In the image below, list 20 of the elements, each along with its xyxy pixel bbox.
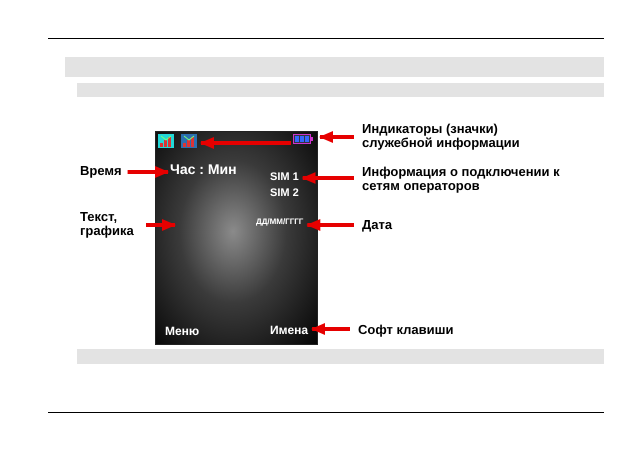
screen-text: Час : Мин	[170, 162, 237, 178]
phone-screen	[155, 131, 318, 345]
arrow	[311, 323, 350, 335]
screen-text: SIM 1	[270, 172, 299, 184]
callout-label: Индикаторы (значки) служебной информации	[362, 122, 552, 150]
callout-label: Информация о подключении к сетям операторов	[362, 165, 592, 194]
callout-label: Дата	[362, 218, 392, 232]
screen-text: Имена	[270, 324, 308, 337]
screen-text: SIM 2	[270, 188, 299, 200]
callout-label: Время	[80, 164, 122, 178]
arrow	[200, 137, 291, 149]
arrow	[302, 172, 354, 184]
screen-text: Меню	[165, 325, 200, 338]
arrow	[319, 131, 354, 143]
arrow	[306, 219, 354, 231]
arrow	[146, 219, 176, 231]
arrow	[128, 166, 169, 178]
callout-label: Софт клавиши	[358, 323, 454, 338]
screen-text: ДД/ММ/ГГГГ	[256, 218, 304, 227]
callout-label: Текст, графика	[80, 210, 140, 238]
